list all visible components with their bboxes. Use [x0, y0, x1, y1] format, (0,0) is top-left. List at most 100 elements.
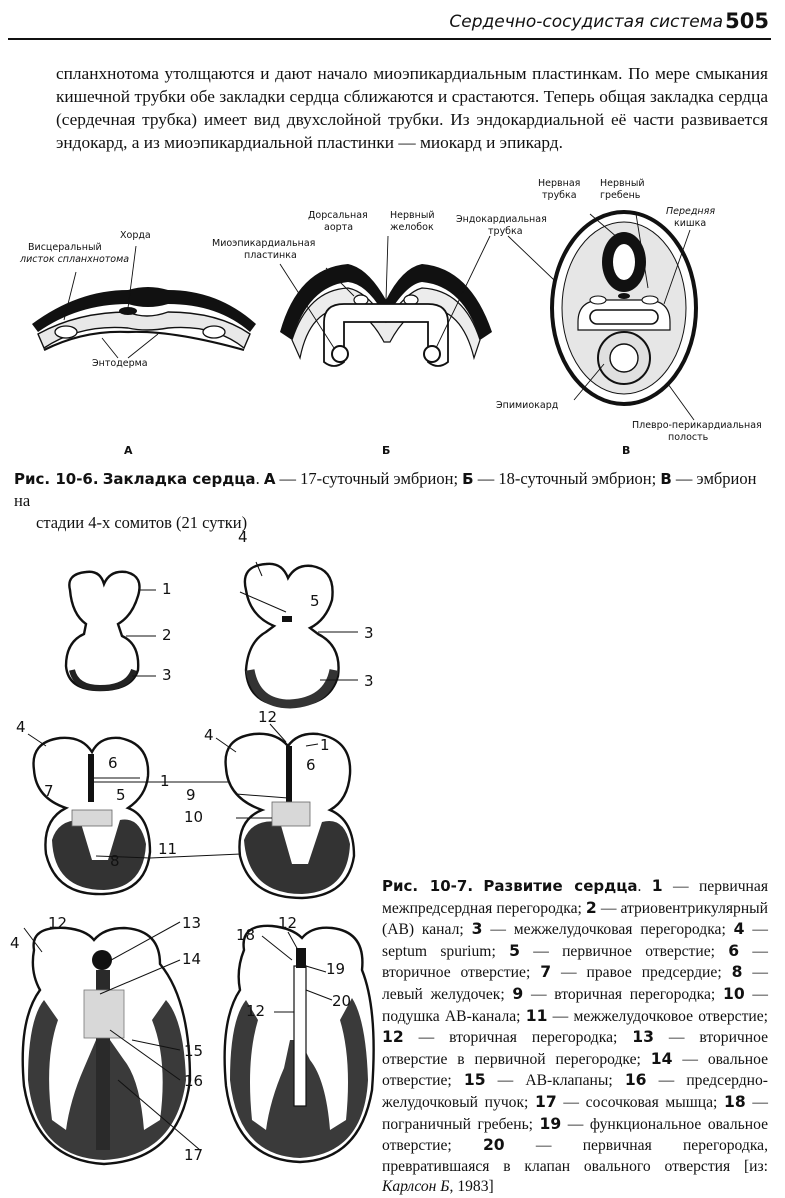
caption7-item-text: — предсердно-желудочковый пучок;: [382, 1072, 769, 1111]
label-pleuro-1: Плевро-перикардиальная: [632, 420, 762, 431]
caption7-item-text: — вторичное отверстие;: [382, 942, 768, 982]
caption-fig-10-7: Рис. 10-7. Развитие сердца. 1 — первична…: [382, 877, 769, 1196]
caption6-title: Закладка сердца: [102, 470, 256, 488]
stage-5-heart: [21, 921, 201, 1166]
fig7-num-6b: 6: [306, 756, 316, 774]
caption7-source-year: , 1983]: [449, 1178, 494, 1196]
caption7-items: 1 — первичная межпредсердная перегородка…: [382, 877, 769, 1175]
label-epimyo: Эпимиокард: [496, 400, 559, 411]
fig7-num-2: 2: [162, 626, 172, 644]
stage-6-heart: [223, 924, 375, 1164]
fig7-num-7: 7: [44, 782, 54, 800]
caption7-item-number: 17: [535, 1092, 557, 1111]
figure-10-7: 1 2 3 4 5 3 3 4 6 7 5 8 1 10 11 12 4 1 6…: [0, 520, 380, 1180]
label-tube-1: Нервная: [538, 178, 581, 189]
page-header: Сердечно-сосудистая система 505: [0, 0, 785, 40]
fig7-num-1c: 1: [320, 736, 330, 754]
caption7-item-text: — сосочковая мышца;: [556, 1093, 725, 1111]
fig7-num-10: 10: [184, 808, 204, 826]
caption7-item-text: — АВ-клапаны;: [485, 1072, 625, 1090]
caption7-item-text: — первичное отверстие;: [519, 942, 729, 960]
caption6-label: Рис. 10-6.: [14, 470, 99, 488]
label-entoderma: Энтодерма: [92, 358, 148, 369]
caption7-item-number: 20: [482, 1136, 505, 1155]
label-crest-1: Нервный: [600, 178, 645, 189]
caption7-item-text: — пограничный гребень;: [382, 1093, 769, 1133]
caption7-item-number: 5: [509, 941, 520, 960]
fig7-num-6a: 6: [108, 754, 118, 772]
fig7-num-12b: 12: [48, 914, 68, 932]
caption6-a-key: А: [263, 470, 276, 488]
caption7-label: Рис. 10-7.: [382, 877, 474, 895]
stage-4-heart: [215, 723, 356, 900]
panel-b-drawing: [279, 235, 599, 367]
caption6-a-text: — 17-суточный эмбрион;: [275, 469, 463, 488]
panel-c-drawing: [550, 210, 698, 421]
figure-10-6-drawing: [32, 210, 698, 421]
caption7-item-number: 3: [471, 920, 483, 939]
caption7-item-number: 1: [651, 877, 663, 895]
panel-a-drawing: [32, 245, 256, 359]
fig7-num-15: 15: [184, 1042, 204, 1060]
figure-10-6: Хорда Висцеральный листок спланхнотома Э…: [18, 172, 778, 464]
body-paragraph: спланхнотома утолщаются и дают начало ми…: [56, 64, 768, 152]
caption7-item-text: — septum spurium;: [382, 921, 769, 960]
label-visceral-2: листок спланхнотома: [20, 254, 130, 265]
caption6-b-text: — 18-суточный эмбрион;: [473, 469, 661, 488]
caption7-item-text: — межжелудочковое отверстие;: [547, 1007, 768, 1025]
caption7-item-number: 12: [382, 1028, 404, 1047]
caption7-item-text: — вторичная перегородка;: [523, 985, 723, 1003]
caption7-item-number: 18: [724, 1092, 746, 1111]
caption7-item-text: — овальное отверстие;: [382, 1050, 768, 1090]
caption7-item-number: 19: [539, 1114, 562, 1133]
caption7-item-text: — первичная перегородка, превратившаяся …: [382, 1137, 768, 1175]
page-number: 505: [725, 9, 769, 33]
caption7-item-number: 8: [731, 963, 743, 982]
label-dorsal-1: Дорсальная: [308, 210, 368, 221]
caption7-item-text: — левый желудочек;: [382, 964, 768, 1003]
figure-10-7-drawing: [21, 561, 375, 1166]
caption7-item-text: — правое предсердие;: [551, 964, 732, 982]
label-groove-1: Нервный: [390, 210, 435, 221]
caption7-item-text: — межжелудочковая перегородка;: [482, 921, 734, 939]
fig7-num-14: 14: [182, 950, 202, 968]
caption7-item-number: 7: [540, 963, 552, 982]
fig7-num-5a: 5: [310, 592, 320, 610]
fig7-num-1a: 1: [162, 580, 172, 598]
caption7-item-number: 9: [512, 984, 524, 1003]
caption7-item-number: 13: [632, 1028, 654, 1047]
fig7-num-3a: 3: [162, 666, 172, 684]
caption6-b-key: Б: [462, 470, 474, 488]
fig7-num-12d: 12: [246, 1002, 266, 1020]
label-visceral-1: Висцеральный: [28, 242, 102, 253]
fig7-num-4c: 4: [204, 726, 214, 744]
caption7-item-text: — функциональное овальное отверстие;: [382, 1115, 768, 1155]
fig7-num-1b: 1: [160, 772, 170, 790]
fig7-num-3b: 3: [364, 624, 374, 642]
caption7-source-author: Карлсон Б: [382, 1178, 450, 1196]
caption6-c-key: В: [660, 470, 672, 488]
label-myoepi-1: Миоэпикардиальная: [212, 238, 316, 249]
label-gut-1: Передняя: [666, 206, 716, 217]
caption7-item-text: — подушка АВ-канала;: [382, 985, 768, 1025]
fig7-num-5b: 5: [116, 786, 126, 804]
label-endo-2: трубка: [488, 226, 523, 237]
fig7-num-11: 11: [158, 840, 178, 858]
label-pleuro-2: полость: [668, 432, 709, 443]
label-tube-2: трубка: [542, 190, 577, 201]
caption7-item-number: 10: [722, 984, 745, 1003]
caption7-item-text: — атриовентрикулярный (АВ) канал;: [382, 899, 769, 939]
header-rule: [8, 38, 771, 40]
label-groove-2: желобок: [390, 222, 434, 233]
running-title: Сердечно-сосудистая система: [449, 12, 723, 32]
fig7-num-20: 20: [332, 992, 352, 1010]
panel-letter-c: В: [622, 444, 631, 457]
fig7-num-8: 8: [110, 852, 120, 870]
fig7-num-9: 9: [186, 786, 196, 804]
fig7-num-17: 17: [184, 1146, 204, 1164]
caption7-title: Развитие сердца: [483, 877, 638, 895]
fig7-num-4b: 4: [16, 718, 26, 736]
stage-3-heart: [27, 733, 287, 896]
label-myoepi-2: пластинка: [244, 250, 297, 261]
caption7-item-number: 2: [585, 898, 597, 917]
